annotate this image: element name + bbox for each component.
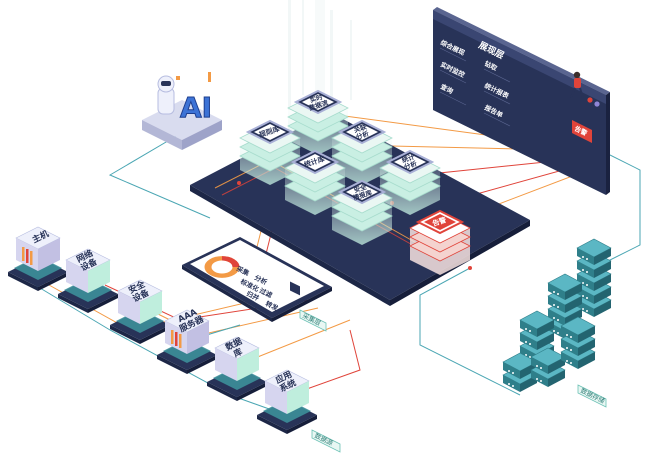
device-network: 网络设备 bbox=[58, 248, 118, 313]
device-app: 应用系统 bbox=[257, 369, 317, 434]
storage-servers bbox=[502, 238, 612, 392]
device-security: 安全设备 bbox=[110, 279, 170, 344]
module-label-m7: 告警 bbox=[431, 215, 447, 228]
collect-tag: 采集层 bbox=[299, 309, 327, 332]
window-dot-red bbox=[587, 97, 593, 103]
ai-label: AI bbox=[180, 91, 212, 124]
server-unit bbox=[502, 352, 538, 392]
storage-label: 数据存储 bbox=[579, 386, 607, 406]
device-database: 数据库 bbox=[207, 336, 267, 401]
device-host: 主机 bbox=[8, 226, 68, 291]
module-label-m1: 实时数据流 bbox=[305, 91, 329, 113]
person-figure bbox=[570, 71, 584, 99]
module-label-m3: 关联分析 bbox=[353, 122, 371, 142]
data-source-tag: 数据源 bbox=[311, 429, 341, 453]
module-m6: 安全情报库 bbox=[331, 179, 393, 245]
module-m1: 实时数据流 bbox=[287, 89, 349, 155]
window-dot-purple bbox=[594, 101, 600, 107]
module-m3: 关联分析 bbox=[331, 119, 393, 185]
module-m7: 告警 bbox=[409, 209, 471, 275]
module-stacks: 实时数据流规则库关联分析统计库统计分析安全情报库告警 bbox=[239, 89, 471, 275]
collect-caption: 采集层 bbox=[301, 311, 323, 328]
server-unit bbox=[560, 316, 596, 369]
module-m5: 统计分析 bbox=[379, 149, 441, 215]
data-source-label: 数据源 bbox=[313, 431, 335, 448]
module-m4: 统计库 bbox=[284, 149, 346, 215]
ai-robot: AI bbox=[142, 72, 222, 150]
server-unit bbox=[530, 347, 566, 387]
server-unit bbox=[576, 238, 612, 317]
module-label-m5: 统计分析 bbox=[401, 152, 419, 172]
background-beams bbox=[288, 0, 352, 110]
storage-tag: 数据存储 bbox=[577, 384, 607, 408]
